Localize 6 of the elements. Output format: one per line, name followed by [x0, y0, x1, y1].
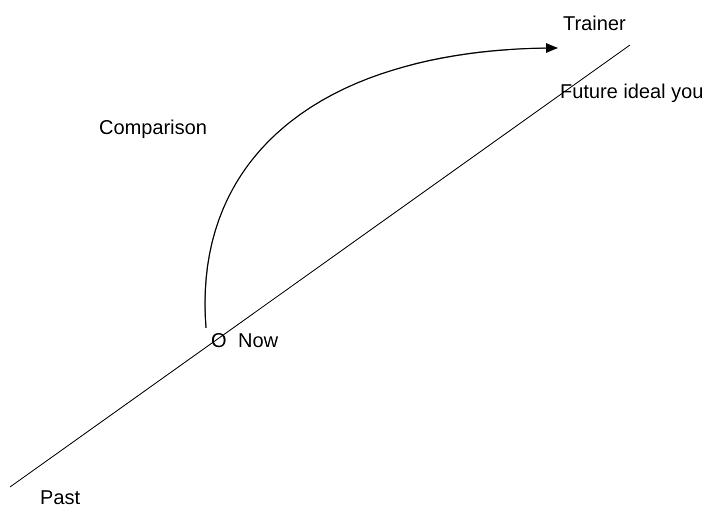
- node-heading: Trainer: [563, 12, 626, 36]
- node-label: Now: [238, 329, 278, 353]
- curved-arrow: [205, 43, 558, 328]
- axis-end-label: Past: [40, 486, 80, 510]
- edge-label: Comparison: [99, 116, 207, 140]
- node-label: Future ideal you: [560, 80, 704, 104]
